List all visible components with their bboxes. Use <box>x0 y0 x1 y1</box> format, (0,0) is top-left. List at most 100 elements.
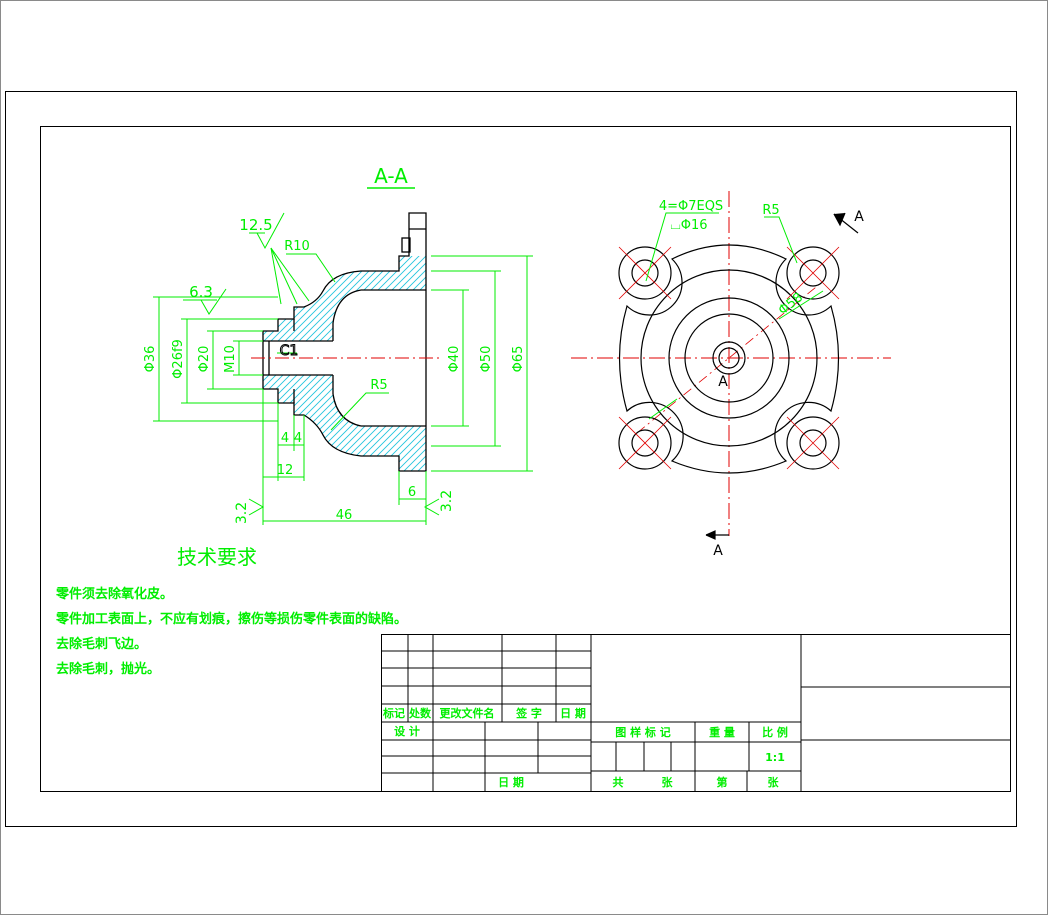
hatch-line <box>72 201 222 351</box>
roughness-3-2-right: 3.2 <box>439 490 455 512</box>
hatch-line <box>267 256 419 341</box>
dim-m10: M10 <box>223 345 238 373</box>
hatch-line <box>548 366 663 481</box>
roughness-3-2-left: 3.2 <box>234 502 250 524</box>
tech-line-4: 去除毛刺，抛光。 <box>56 661 160 677</box>
dim-d26f9: Φ26f9 <box>171 339 186 379</box>
hatch-line <box>281 256 426 341</box>
hatch-line <box>450 201 600 351</box>
tb-design: 设 计 <box>394 724 420 738</box>
hatch-line <box>263 375 307 471</box>
hatch-line <box>393 375 426 471</box>
hatch-line <box>485 366 600 481</box>
hatch-line <box>393 256 426 341</box>
hatch-line <box>263 375 314 471</box>
hatch-line <box>372 375 426 471</box>
tech-line-2: 零件加工表面上，不应有划痕，擦伤等损伤零件表面的缺陷。 <box>55 611 407 627</box>
hatch-line <box>114 366 229 481</box>
hatch-line <box>128 366 243 481</box>
hatch-line <box>513 201 663 351</box>
hatch-line <box>379 375 426 471</box>
hole-crosses <box>618 246 840 470</box>
section-view: A-A <box>58 164 691 525</box>
hatch-upper <box>58 201 691 351</box>
hatch-line <box>337 375 426 471</box>
hatch-line <box>295 256 426 341</box>
tb-doc: 更改文件名 <box>440 706 495 720</box>
hatch-line <box>421 256 426 341</box>
diameter-dimensions <box>153 255 533 472</box>
title-block-grid <box>381 634 1011 792</box>
dim-d40: Φ40 <box>447 346 462 373</box>
hatch-line <box>93 366 208 481</box>
hatch-line <box>351 375 426 471</box>
hatch-line <box>534 201 684 351</box>
dim-length-6: 6 <box>408 485 416 500</box>
tb-place: 处数 <box>408 706 432 720</box>
hatch-line <box>263 375 279 471</box>
hatch-line <box>330 256 426 341</box>
hatch-line <box>499 201 649 351</box>
tb-sheets: 张 <box>662 775 674 789</box>
hatch-line <box>386 375 426 471</box>
hatch-line <box>351 256 426 341</box>
hatch-line <box>464 366 579 481</box>
hatch-line <box>302 256 426 341</box>
hatch-line <box>344 256 426 341</box>
section-mark-top: A <box>854 209 864 225</box>
hatch-line <box>541 366 656 481</box>
tb-scale: 1:1 <box>765 751 785 764</box>
tb-sign: 签 字 <box>515 706 542 720</box>
hatch-line <box>541 201 691 351</box>
hatch-line <box>58 201 208 351</box>
hatch-line <box>263 375 321 471</box>
hatch-line <box>263 375 265 471</box>
tb-date: 日 期 <box>560 706 586 720</box>
hatch-line <box>407 375 426 471</box>
hatch-line <box>330 375 426 471</box>
hatch-line <box>429 201 579 351</box>
hatch-line <box>107 201 257 351</box>
hatch-line <box>478 201 628 351</box>
hatch-line <box>344 375 426 471</box>
hatch-line <box>464 201 614 351</box>
hatch-line <box>379 256 426 341</box>
hatch-line <box>72 366 187 481</box>
tech-line-1: 零件须去除氧化皮。 <box>55 586 173 602</box>
hatch-line <box>520 366 635 481</box>
hatch-line <box>263 375 300 471</box>
tb-page: 第 <box>717 775 728 789</box>
hatch-line <box>263 375 286 471</box>
tech-title: 技术要求 <box>177 545 257 569</box>
hatch-line <box>263 375 328 471</box>
dim-d20: Φ20 <box>197 346 212 373</box>
hatch-line <box>100 366 215 481</box>
hatch-line <box>457 366 572 481</box>
hatch-line <box>407 256 426 341</box>
radius-leaders <box>277 253 389 431</box>
hatch-line <box>65 201 215 351</box>
section-title: A-A <box>374 164 408 188</box>
hatch-line <box>443 366 558 481</box>
hatch-line <box>400 256 426 341</box>
tb-total: 共 <box>613 775 624 789</box>
roughness-6-3: 6.3 <box>189 283 213 301</box>
hatch-line <box>506 201 656 351</box>
hatch-line <box>86 366 201 481</box>
hatch-line <box>93 201 243 351</box>
hatch-line <box>527 201 677 351</box>
hatch-line <box>443 201 593 351</box>
radius-r5-section: R5 <box>370 378 387 393</box>
hatch-line <box>107 366 222 481</box>
hatch-line <box>86 201 236 351</box>
holes-label: 4=Φ7EQS <box>659 199 723 214</box>
hatch-line <box>436 366 551 481</box>
hatch-line <box>499 366 614 481</box>
hatch-line <box>365 256 426 341</box>
roughness-symbols <box>183 212 440 516</box>
side-leaders <box>645 212 824 420</box>
tb-mark: 标记 <box>382 706 405 720</box>
hatch-line <box>358 256 426 341</box>
dim-length-4a: 4 <box>281 431 289 446</box>
